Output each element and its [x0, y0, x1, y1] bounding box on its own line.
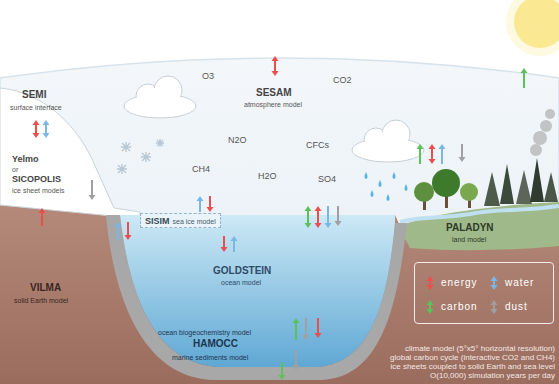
model-subtitle: ocean biogeochemistry model	[158, 329, 251, 336]
legend-arrow	[489, 299, 499, 315]
conjunction: or	[12, 166, 18, 173]
flux-arrow	[439, 144, 446, 164]
ice-sheet	[0, 88, 140, 216]
model-subtitle: solid Earth model	[14, 297, 68, 304]
ocean	[120, 215, 395, 367]
legend-item: energy	[425, 275, 478, 291]
sediment-layer	[106, 215, 407, 380]
flux-arrow	[279, 362, 286, 380]
legend-arrow	[425, 275, 435, 291]
flux-arrow	[521, 68, 528, 88]
model-name: HAMOCC	[193, 339, 238, 349]
flux-arrow	[43, 120, 50, 138]
model-name: Yelmo	[12, 155, 39, 164]
atmosphere	[0, 58, 559, 384]
legend-label: dust	[505, 302, 528, 312]
legend-item: water	[489, 275, 534, 291]
model-name: PALADYN	[446, 223, 494, 233]
gas-label: H2O	[258, 172, 277, 181]
model-name: SISIM	[145, 217, 170, 226]
model-name: SICOPOLIS	[12, 175, 61, 184]
model-name: SEMI	[22, 90, 46, 100]
gas-label: CH4	[192, 165, 210, 174]
trees	[414, 158, 558, 210]
solid-earth	[0, 204, 559, 384]
model-subtitle: land model	[452, 236, 486, 243]
legend-item: dust	[489, 299, 528, 315]
flux-arrow	[315, 318, 322, 338]
flux-arrow	[427, 276, 434, 290]
note: global carbon cycle (interactive CO2 and…	[390, 354, 555, 362]
model-name: VILMA	[30, 283, 61, 293]
model-subtitle: ice sheet models	[12, 187, 65, 194]
sun-glow	[506, 0, 559, 56]
flux-arrow	[417, 144, 424, 164]
flux-arrow	[231, 236, 238, 252]
land-surface	[398, 202, 559, 250]
gas-label: O3	[202, 72, 214, 81]
flux-arrow	[89, 180, 96, 200]
flux-arrow	[293, 318, 300, 340]
legend-box: energy water carbon dust	[414, 262, 554, 324]
flux-arrow	[459, 144, 466, 162]
flux-arrow	[293, 350, 300, 370]
flux-arrow	[491, 276, 498, 290]
note: ice sheets coupled to solid Earth and se…	[390, 363, 555, 371]
smoke-plume	[530, 109, 555, 156]
flux-arrow	[39, 208, 46, 226]
model-name: SESAM	[256, 88, 292, 98]
gas-label: CO2	[333, 76, 352, 85]
legend-item: carbon	[425, 299, 478, 315]
gas-label: SO4	[318, 175, 336, 184]
flux-arrow	[115, 222, 122, 240]
flux-arrow	[272, 56, 279, 76]
flux-arrow	[427, 300, 434, 314]
flux-arrow	[315, 206, 322, 228]
raindrops	[365, 172, 408, 201]
legend-label: water	[505, 278, 534, 288]
flux-arrow	[221, 236, 228, 252]
snowflakes	[117, 139, 164, 174]
legend-arrow	[489, 275, 499, 291]
flux-arrow	[207, 196, 214, 212]
flux-arrow	[125, 222, 132, 240]
model-subtitle: atmosphere model	[244, 101, 302, 108]
flux-arrow	[429, 144, 436, 164]
flux-arrow	[303, 318, 310, 340]
model-subtitle: sea ice model	[173, 218, 216, 225]
model-subtitle: ocean model	[221, 279, 261, 286]
flux-arrow	[33, 120, 40, 138]
note: O(10,000) simulation years per day	[430, 372, 555, 380]
flux-arrow	[325, 206, 332, 228]
legend-arrow	[425, 299, 435, 315]
flux-arrow	[491, 300, 498, 314]
flux-arrow	[305, 206, 312, 228]
note: climate model (5°x5° horizontal resoluti…	[405, 345, 555, 353]
flux-arrow	[335, 206, 342, 226]
gas-label: CFCs	[306, 141, 329, 150]
model-subtitle: surface interface	[10, 104, 62, 111]
legend-label: energy	[441, 278, 478, 288]
model-name: GOLDSTEIN	[213, 266, 271, 276]
cloud	[352, 120, 424, 162]
cloud	[124, 76, 196, 118]
legend-label: carbon	[441, 302, 478, 312]
sea-ice-box: SISIMsea ice model	[140, 213, 221, 228]
model-subtitle: marine sediments model	[172, 354, 248, 361]
flux-arrow	[197, 196, 204, 212]
gas-label: N2O	[228, 136, 247, 145]
